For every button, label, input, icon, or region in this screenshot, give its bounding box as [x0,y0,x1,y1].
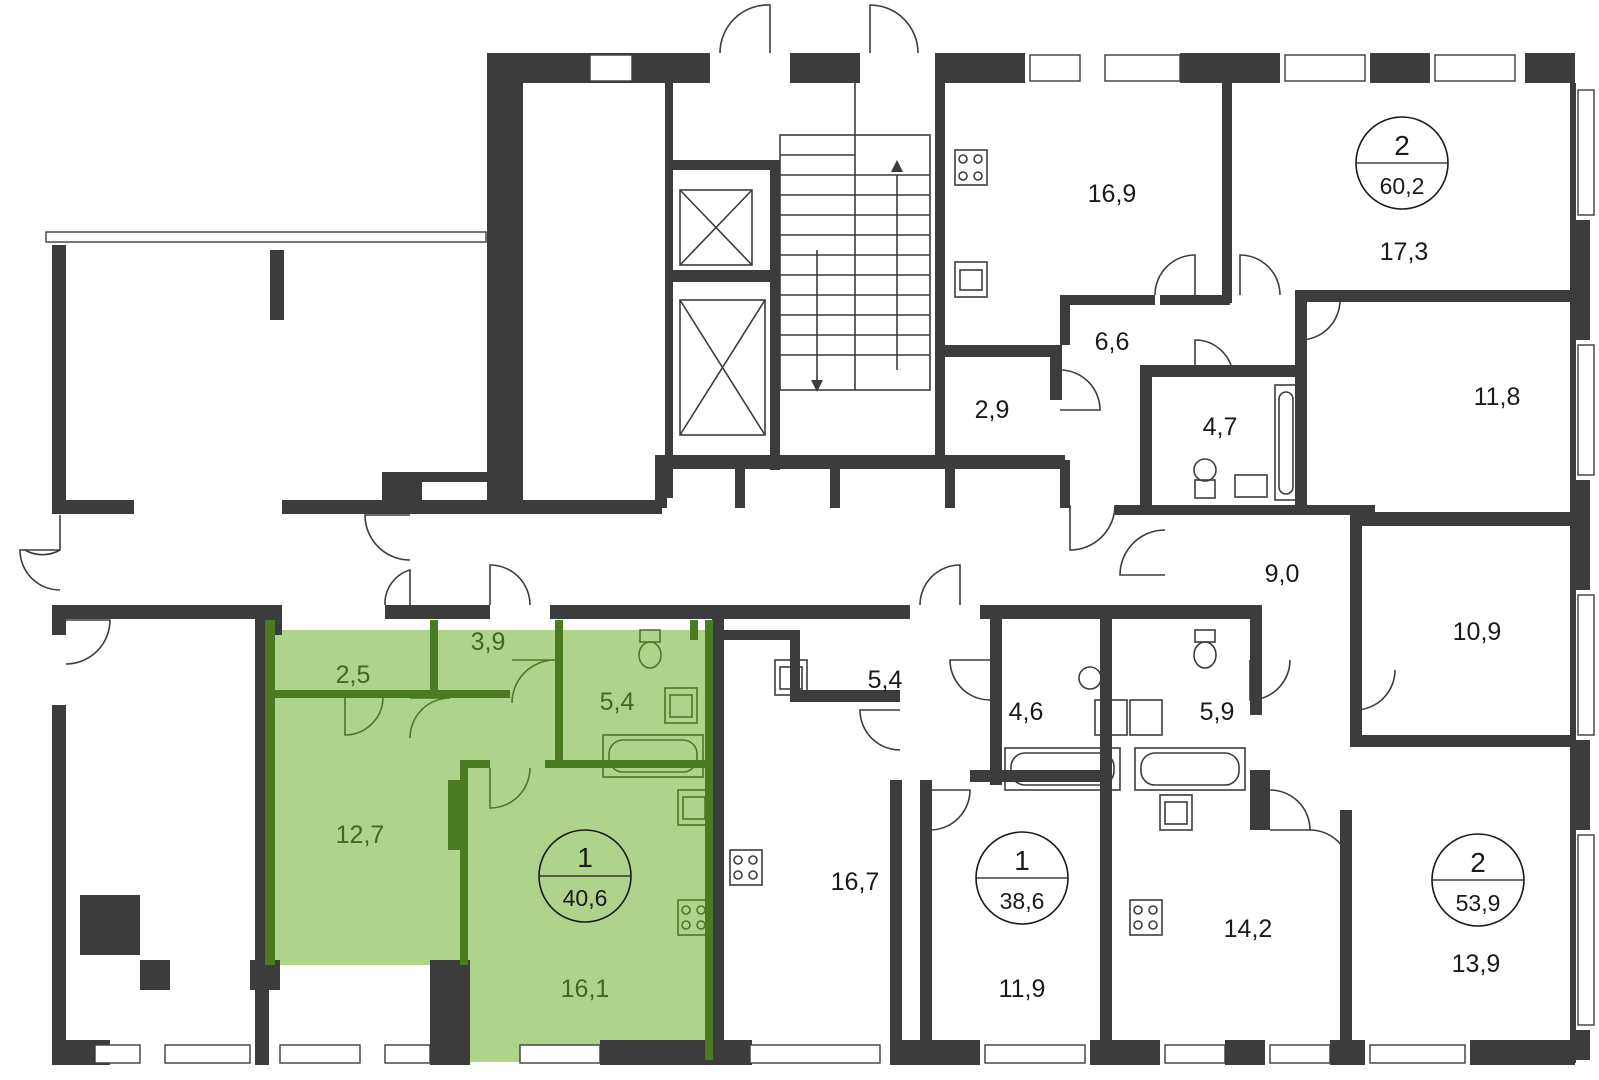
stairs [779,80,931,392]
room-area: 5,4 [600,688,635,716]
sink-icon [954,261,988,298]
room-area: 10,9 [1453,618,1502,646]
room-area: 4,6 [1009,698,1044,726]
fixtures [602,149,1298,936]
apartment-badge-a2: 1 40,6 [538,829,632,923]
highlighted-apartment-walls [265,620,713,1060]
walls [52,53,1590,1065]
apartment-area: 60,2 [1380,173,1425,199]
apartment-area: 40,6 [563,885,608,911]
stove-icon [677,899,711,936]
sink-icon [1234,474,1268,498]
room-area: 5,9 [1200,698,1235,726]
room-area: 16,7 [831,868,880,896]
stove-icon [954,149,988,186]
room-labels: 16,9 17,3 6,6 2,9 4,7 11,8 9,0 10,9 5,4 … [336,180,1521,1003]
apartment-area: 53,9 [1456,890,1501,916]
room-area: 6,6 [1095,328,1130,356]
room-area: 12,7 [336,821,385,849]
apartment-area: 38,6 [1000,888,1045,914]
bathtub-icon [602,734,704,778]
room-area: 5,4 [868,666,903,694]
sink-icon [1094,699,1163,736]
room-area: 17,3 [1380,238,1429,266]
apartment-rooms: 2 [1470,847,1486,878]
highlighted-apartment-fill [268,630,712,1062]
apartment-rooms: 1 [577,842,593,873]
stove-icon [729,849,763,886]
apartment-rooms: 2 [1394,130,1410,161]
apartment-rooms: 1 [1014,845,1030,876]
room-area: 4,7 [1203,413,1238,441]
room-area: 11,9 [999,975,1046,1003]
room-area: 13,9 [1452,950,1501,978]
room-area: 11,8 [1474,383,1521,411]
windows [45,54,1595,1064]
lifts [679,189,766,436]
room-area: 2,9 [975,396,1010,424]
sink-icon [774,659,808,696]
sink-icon [1159,794,1193,831]
apartment-badge-a4: 2 53,9 [1431,833,1525,927]
room-area: 2,5 [336,661,371,689]
bathtub-icon [1004,747,1246,791]
door-swings [19,4,1396,871]
room-area: 9,0 [1265,560,1300,588]
sink-icon [677,789,711,826]
stove-icon [1129,899,1163,936]
room-area: 16,9 [1088,180,1137,208]
toilet-icon [1193,458,1217,499]
room-area: 14,2 [1224,915,1273,943]
toilet-icon [1078,666,1102,690]
bathtub-icon [1274,384,1298,501]
toilet-icon [1193,629,1217,669]
apartment-badge-a3: 1 38,6 [975,831,1069,925]
room-area: 16,1 [561,975,610,1003]
apartment-badge-a1: 2 60,2 [1355,116,1449,210]
room-area: 3,9 [471,628,506,656]
toilet-icon [638,629,662,669]
sink-icon [664,687,698,724]
